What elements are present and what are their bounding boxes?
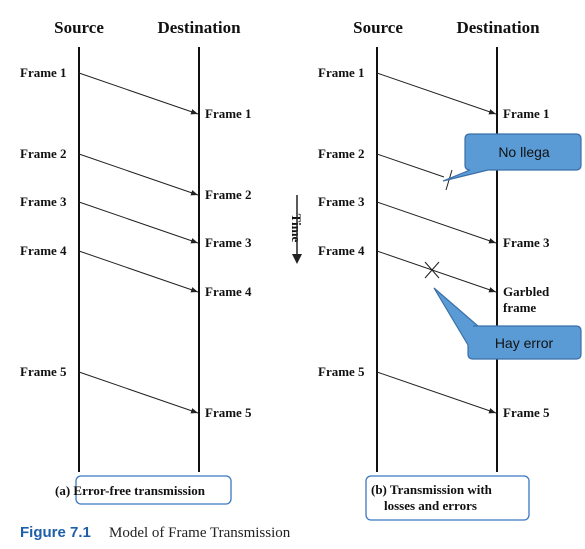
panel-a-caption-box	[75, 475, 232, 505]
panel-a-arrow-frame-4	[78, 250, 199, 293]
panel-b-destination-header: Destination	[456, 18, 540, 37]
panel-a-destination-header: Destination	[157, 18, 241, 37]
callout-error-bubble	[433, 287, 582, 360]
callout-error-text: Hay error	[495, 335, 554, 351]
panel-b-arrow-frame-4	[376, 250, 497, 293]
panel-b-caption-box	[365, 475, 530, 521]
panel-b-source-frame-1: Frame 1	[318, 65, 365, 80]
panel-a-destination-frame-4: Frame 4	[205, 284, 252, 299]
time-indicator: Time	[289, 195, 304, 264]
panel-b-source-frame-4: Frame 4	[318, 243, 365, 258]
callout-error: Hay error	[433, 287, 582, 360]
panel-b-destination-frame-3: Frame 3	[503, 235, 550, 250]
panel-a-source-frame-3: Frame 3	[20, 194, 67, 209]
panel-b-garbled-line-2: frame	[503, 300, 536, 315]
panel-b-caption-line-2: losses and errors	[384, 498, 477, 513]
panel-a: Source Destination Frame 1 Frame 2 Frame…	[20, 18, 252, 505]
panel-b-arrow-frame-3	[376, 201, 497, 244]
panel-a-arrow-frame-1	[78, 72, 199, 115]
panel-a-source-frame-5: Frame 5	[20, 364, 67, 379]
panel-a-destination-frame-1: Frame 1	[205, 106, 252, 121]
figure-caption: Figure 7.1 Model of Frame Transmission	[20, 524, 291, 541]
panel-b-source-frame-3: Frame 3	[318, 194, 365, 209]
panel-b-arrow-frame-5	[376, 371, 497, 414]
panel-a-source-frame-4: Frame 4	[20, 243, 67, 258]
callout-lost-text: No llega	[498, 144, 550, 160]
panel-b-destination-frame-1: Frame 1	[503, 106, 550, 121]
panel-a-destination-frame-5: Frame 5	[205, 405, 252, 420]
panel-b-source-frame-5: Frame 5	[318, 364, 365, 379]
figure-number: Figure 7.1	[20, 524, 91, 541]
callout-lost-bubble	[442, 133, 582, 182]
panel-b-error-cross-b	[424, 261, 440, 279]
panel-b-arrow-frame-2-lost	[376, 153, 445, 178]
panel-a-source-frame-2: Frame 2	[20, 146, 67, 161]
figure-title: Model of Frame Transmission	[109, 525, 291, 541]
panel-a-destination-frame-3: Frame 3	[205, 235, 252, 250]
panel-b-garbled-line-1: Garbled	[503, 284, 550, 299]
panel-a-arrow-frame-2	[78, 153, 199, 196]
time-arrow-head	[292, 254, 302, 264]
panel-b-destination-frame-5: Frame 5	[503, 405, 550, 420]
panel-a-source-header: Source	[54, 18, 104, 37]
panel-b-caption-line-1: (b) Transmission with	[371, 482, 493, 497]
panel-b-source-frame-2: Frame 2	[318, 146, 365, 161]
panel-b-source-header: Source	[353, 18, 403, 37]
panel-a-arrow-frame-3	[78, 201, 199, 244]
panel-b: Source Destination Frame 1 Frame 2 Frame…	[318, 18, 550, 521]
panel-b-arrow-frame-1	[376, 72, 497, 115]
panel-a-source-frame-1: Frame 1	[20, 65, 67, 80]
panel-a-caption: (a) Error-free transmission	[55, 483, 206, 498]
callout-lost: No llega	[442, 133, 582, 182]
panel-a-arrow-frame-5	[78, 371, 199, 414]
panel-a-destination-frame-2: Frame 2	[205, 187, 252, 202]
